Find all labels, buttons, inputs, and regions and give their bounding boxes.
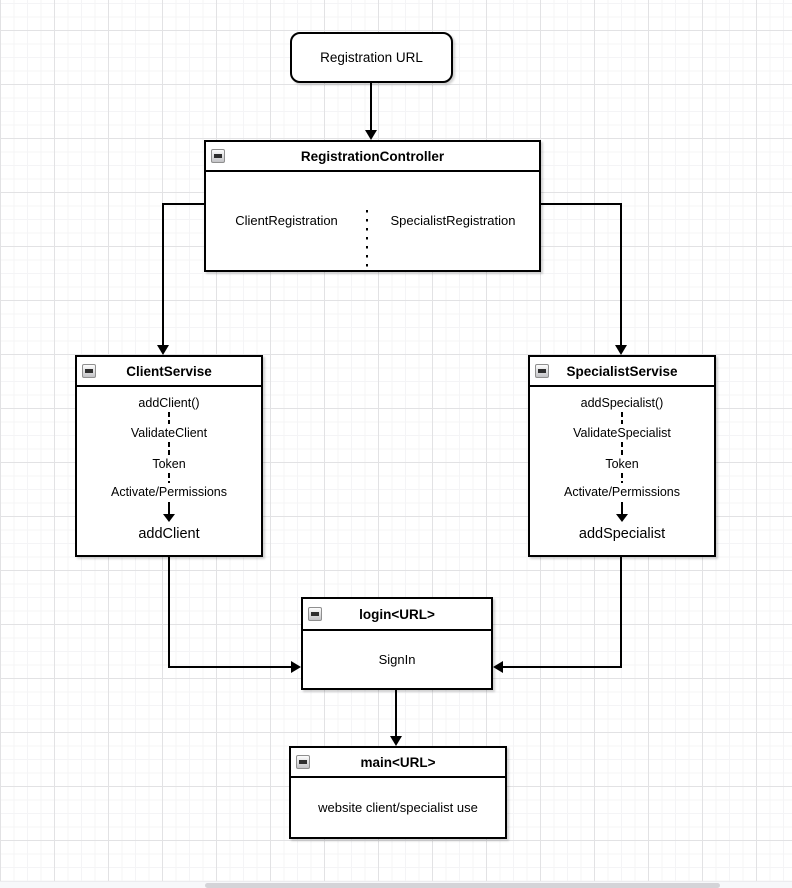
specialist-servise-body: addSpecialist() ValidateSpecialist Token… [530, 385, 714, 555]
edge-controller-to-clientservise-v[interactable] [162, 203, 164, 345]
horizontal-scrollbar-track[interactable] [0, 881, 792, 888]
arrowhead-down-icon [615, 345, 627, 355]
step-connector-dash [168, 412, 170, 424]
client-servise-header: ClientServise [77, 357, 261, 387]
registration-controller-title: RegistrationController [300, 148, 445, 164]
collapse-icon[interactable] [82, 364, 96, 378]
client-registration-label: ClientRegistration [235, 212, 338, 228]
signin-label: SignIn [378, 652, 416, 667]
client-registration-cell[interactable]: ClientRegistration [206, 170, 367, 270]
arrowhead-down-icon [390, 736, 402, 746]
step-connector-dash [621, 473, 623, 483]
horizontal-scrollbar-thumb[interactable] [205, 883, 720, 888]
edge-specialistservise-to-login-h[interactable] [503, 666, 622, 668]
edge-controller-to-clientservise-h[interactable] [162, 203, 204, 205]
main-title: main<URL> [360, 754, 436, 770]
step-connector-dash [168, 442, 170, 455]
step-arrow-down-icon [616, 502, 628, 522]
client-step: addClient [138, 526, 200, 542]
edge-login-to-main[interactable] [395, 690, 397, 736]
node-registration-controller[interactable]: RegistrationController ClientRegistratio… [204, 140, 541, 272]
collapse-icon[interactable] [535, 364, 549, 378]
arrowhead-right-icon [291, 661, 301, 673]
edge-controller-to-specialistservise-v[interactable] [620, 203, 622, 345]
specialist-step: addSpecialist [578, 526, 666, 542]
collapse-icon[interactable] [296, 755, 310, 769]
collapse-icon[interactable] [308, 607, 322, 621]
node-specialist-servise[interactable]: SpecialistServise addSpecialist() Valida… [528, 355, 716, 557]
registration-controller-header: RegistrationController [206, 142, 539, 172]
node-login-url[interactable]: login<URL> SignIn [301, 597, 493, 690]
specialist-registration-cell[interactable]: SpecialistRegistration [367, 170, 539, 270]
client-step: Activate/Permissions [110, 485, 227, 499]
specialist-step: Token [605, 457, 639, 471]
registration-controller-body: ClientRegistration SpecialistRegistratio… [206, 170, 539, 270]
step-connector-dash [168, 473, 170, 483]
main-header: main<URL> [291, 748, 505, 778]
step-connector-dash [621, 412, 623, 424]
edge-controller-to-specialistservise-h[interactable] [541, 203, 622, 205]
login-body: SignIn [303, 631, 491, 688]
node-main-url[interactable]: main<URL> website client/specialist use [289, 746, 507, 839]
arrowhead-left-icon [493, 661, 503, 673]
specialist-step: ValidateSpecialist [573, 426, 671, 440]
specialist-registration-label: SpecialistRegistration [390, 212, 516, 228]
specialist-step: addSpecialist() [580, 396, 664, 410]
collapse-icon[interactable] [211, 149, 225, 163]
specialist-servise-header: SpecialistServise [530, 357, 714, 387]
login-title: login<URL> [359, 606, 435, 622]
dotted-divider [366, 210, 368, 270]
client-step: ValidateClient [130, 426, 208, 440]
client-step: Token [152, 457, 186, 471]
arrowhead-down-icon [157, 345, 169, 355]
node-registration-url[interactable]: Registration URL [290, 32, 453, 83]
login-header: login<URL> [303, 599, 491, 631]
arrowhead-down-icon [365, 130, 377, 140]
edge-clientservise-to-login-h[interactable] [168, 666, 291, 668]
step-arrow-down-icon [163, 502, 175, 522]
edge-clientservise-to-login-v[interactable] [168, 557, 170, 668]
client-servise-title: ClientServise [126, 363, 212, 379]
specialist-servise-title: SpecialistServise [566, 363, 678, 379]
step-connector-dash [621, 442, 623, 455]
node-client-servise[interactable]: ClientServise addClient() ValidateClient… [75, 355, 263, 557]
edge-specialistservise-to-login-v[interactable] [620, 557, 622, 668]
main-body-label: website client/specialist use [318, 800, 478, 815]
specialist-step: Activate/Permissions [563, 485, 680, 499]
main-body: website client/specialist use [291, 778, 505, 837]
edge-url-to-controller[interactable] [370, 83, 372, 131]
registration-url-label: Registration URL [320, 50, 423, 65]
client-servise-body: addClient() ValidateClient Token Activat… [77, 385, 261, 555]
client-step: addClient() [138, 396, 200, 410]
